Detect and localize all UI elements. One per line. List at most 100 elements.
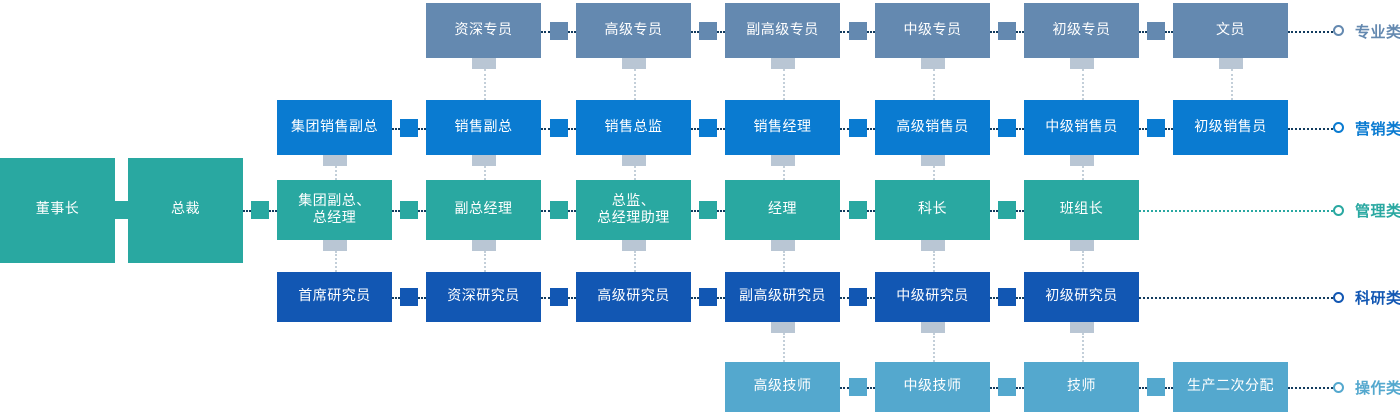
connector-chip — [699, 201, 717, 219]
connector-line — [1016, 127, 1024, 130]
connector-line — [1016, 387, 1024, 389]
connector-line — [541, 297, 550, 299]
connector-line — [392, 297, 400, 299]
connector-line — [866, 297, 875, 299]
category-lead-line — [1288, 387, 1333, 389]
connector-chip — [699, 118, 717, 137]
category-label-research: 科研类 — [1355, 289, 1400, 307]
connector-chip — [112, 201, 131, 219]
connector-line-vertical — [932, 333, 935, 362]
connector-chip — [1147, 378, 1165, 396]
connector-line — [990, 30, 998, 33]
connector-cap — [1069, 322, 1094, 333]
node-specialist-1[interactable]: 高级专员 — [576, 3, 691, 58]
node-specialist-0[interactable]: 资深专员 — [426, 3, 541, 58]
connector-chip — [848, 21, 867, 40]
connector-line — [1165, 387, 1173, 389]
connector-line — [717, 30, 725, 33]
node-management-0[interactable]: 董事长 — [0, 157, 115, 263]
connector-cap — [1069, 240, 1094, 251]
connector-line-vertical — [782, 333, 785, 362]
connector-line — [717, 210, 725, 212]
connector-line-vertical — [932, 69, 935, 100]
connector-line — [990, 210, 998, 212]
node-sales-3[interactable]: 销售经理 — [725, 100, 840, 155]
connector-chip — [1147, 21, 1165, 40]
connector-chip — [400, 288, 418, 306]
connector-line — [840, 30, 849, 33]
connector-cap — [1069, 155, 1094, 166]
node-sales-6[interactable]: 初级销售员 — [1173, 100, 1288, 155]
connector-line — [567, 297, 576, 299]
connector-line — [691, 127, 699, 130]
node-sales-5[interactable]: 中级销售员 — [1024, 100, 1139, 155]
connector-line — [392, 210, 400, 212]
connector-line — [392, 127, 400, 130]
connector-line-vertical — [334, 166, 337, 180]
connector-line-vertical — [1230, 69, 1233, 100]
connector-line — [567, 30, 576, 33]
connector-line-vertical — [483, 69, 486, 100]
node-research-3[interactable]: 副高级研究员 — [725, 272, 840, 322]
node-operation-0[interactable]: 高级技师 — [725, 362, 840, 412]
connector-chip — [998, 118, 1016, 137]
connector-line — [567, 127, 576, 130]
node-management-3[interactable]: 副总经理 — [426, 180, 541, 240]
node-specialist-4[interactable]: 初级专员 — [1024, 3, 1139, 58]
node-management-6[interactable]: 科长 — [875, 180, 990, 240]
node-management-7[interactable]: 班组长 — [1024, 180, 1139, 240]
node-operation-1[interactable]: 中级技师 — [875, 362, 990, 412]
connector-chip — [998, 201, 1016, 219]
connector-line — [840, 210, 849, 212]
connector-cap — [471, 58, 496, 69]
connector-cap — [770, 155, 795, 166]
category-label-operation: 操作类 — [1355, 379, 1400, 397]
connector-line-vertical — [633, 251, 636, 272]
category-lead-line — [1288, 127, 1333, 130]
connector-chip — [549, 21, 568, 40]
connector-line-vertical — [1081, 166, 1084, 180]
connector-line — [840, 387, 849, 389]
node-management-4[interactable]: 总监、 总经理助理 — [576, 180, 691, 240]
node-research-1[interactable]: 资深研究员 — [426, 272, 541, 322]
node-management-2[interactable]: 集团副总、 总经理 — [277, 180, 392, 240]
connector-line — [418, 210, 426, 212]
connector-cap — [322, 240, 347, 251]
connector-line-vertical — [633, 69, 636, 100]
connector-line-vertical — [932, 166, 935, 180]
connector-line-vertical — [483, 166, 486, 180]
node-specialist-3[interactable]: 中级专员 — [875, 3, 990, 58]
connector-chip — [549, 201, 568, 219]
node-sales-0[interactable]: 集团销售副总 — [277, 100, 392, 155]
node-sales-2[interactable]: 销售总监 — [576, 100, 691, 155]
node-operation-3[interactable]: 生产二次分配 — [1173, 362, 1288, 412]
connector-chip — [549, 288, 568, 306]
node-sales-1[interactable]: 销售副总 — [426, 100, 541, 155]
connector-line — [691, 297, 699, 299]
connector-chip — [699, 21, 717, 40]
category-label-sales: 营销类 — [1355, 119, 1400, 138]
connector-line-vertical — [1081, 69, 1084, 100]
connector-line-vertical — [932, 251, 935, 272]
connector-cap — [621, 58, 646, 69]
connector-line — [717, 297, 725, 299]
connector-cap — [621, 155, 646, 166]
connector-line — [1139, 387, 1147, 389]
node-specialist-5[interactable]: 文员 — [1173, 3, 1288, 58]
connector-line-vertical — [483, 251, 486, 272]
connector-cap — [1069, 58, 1094, 69]
connector-line-vertical — [1081, 251, 1084, 272]
node-research-2[interactable]: 高级研究员 — [576, 272, 691, 322]
category-bullet-specialist — [1333, 25, 1344, 36]
node-sales-4[interactable]: 高级销售员 — [875, 100, 990, 155]
node-research-4[interactable]: 中级研究员 — [875, 272, 990, 322]
category-bullet-management — [1333, 204, 1344, 216]
node-management-5[interactable]: 经理 — [725, 180, 840, 240]
node-specialist-2[interactable]: 副高级专员 — [725, 3, 840, 58]
node-management-1[interactable]: 总裁 — [128, 157, 243, 263]
node-research-5[interactable]: 初级研究员 — [1024, 272, 1139, 322]
node-research-0[interactable]: 首席研究员 — [277, 272, 392, 322]
node-operation-2[interactable]: 技师 — [1024, 362, 1139, 412]
connector-cap — [621, 240, 646, 251]
connector-line-vertical — [782, 69, 785, 100]
